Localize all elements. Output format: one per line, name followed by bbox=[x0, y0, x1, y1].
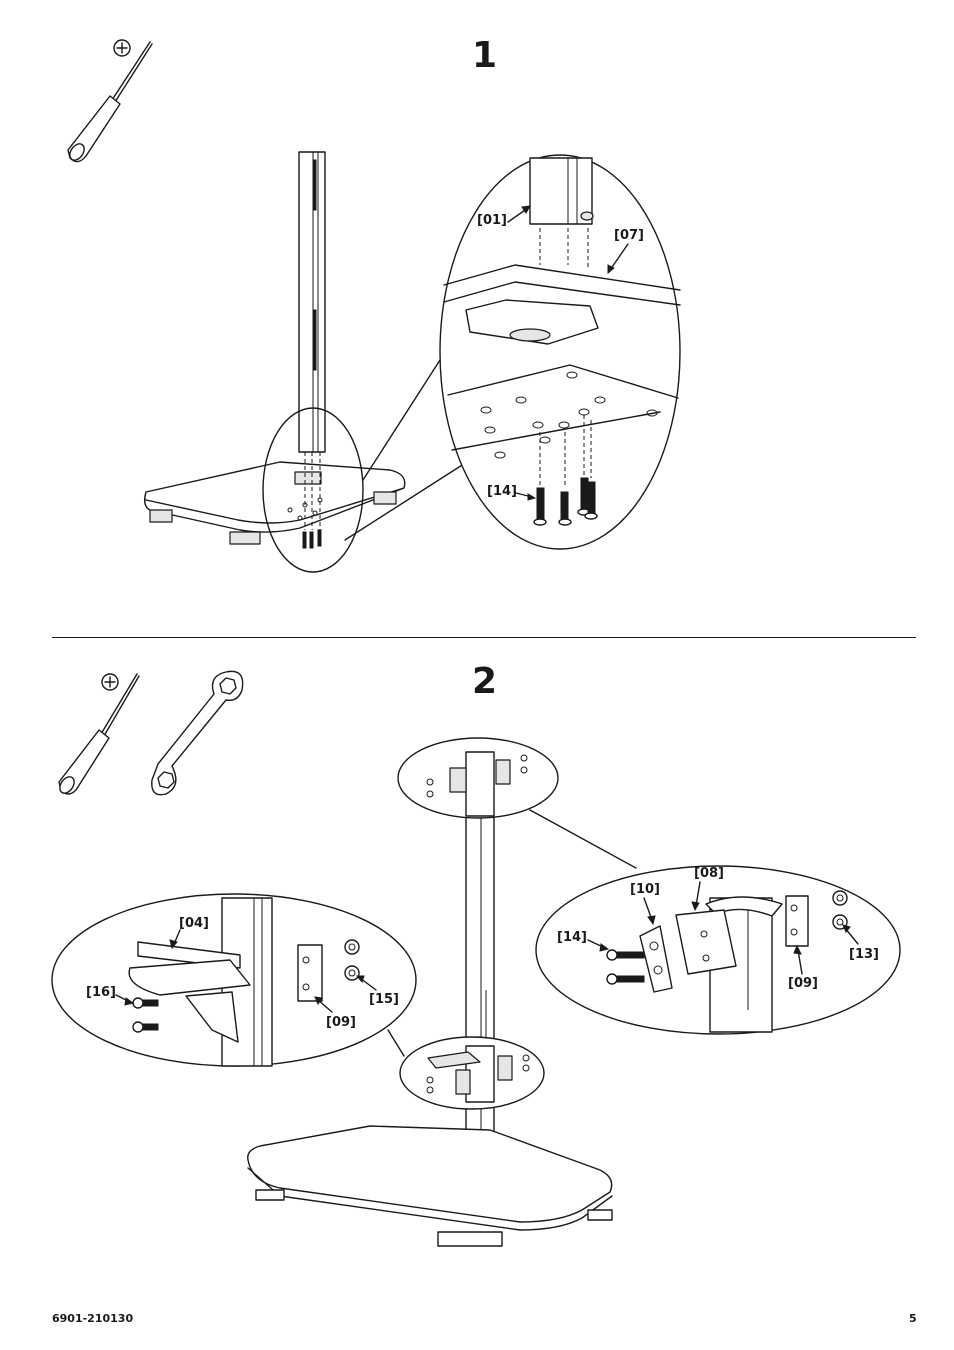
step-number-2: 2 bbox=[472, 661, 498, 702]
detail-callout-large bbox=[439, 154, 681, 550]
base-plate bbox=[143, 452, 406, 549]
callout-part-14-step1: [14] bbox=[487, 484, 517, 499]
stand-post bbox=[298, 151, 326, 453]
screw-set-14 bbox=[533, 477, 598, 526]
callout-part-14-step2: [14] bbox=[557, 930, 587, 945]
callout-part-09-right: [09] bbox=[788, 976, 818, 991]
lower-bracket-detail-large bbox=[51, 893, 417, 1067]
plate-holes bbox=[480, 371, 658, 459]
callout-part-08: [08] bbox=[694, 866, 724, 881]
detail-callout-small bbox=[262, 407, 364, 573]
callout-part-07: [07] bbox=[614, 228, 644, 243]
hex-wrench-icon bbox=[151, 670, 244, 796]
step-divider bbox=[52, 637, 916, 638]
callout-part-04: [04] bbox=[179, 916, 209, 931]
callout-part-16: [16] bbox=[86, 985, 116, 1000]
top-bracket-detail-large bbox=[535, 865, 901, 1035]
callout-part-10: [10] bbox=[630, 882, 660, 897]
page-number: 5 bbox=[909, 1312, 917, 1325]
callout-part-13: [13] bbox=[849, 947, 879, 962]
phillips-screwdriver-icon bbox=[58, 673, 140, 795]
callout-part-01: [01] bbox=[477, 213, 507, 228]
top-bracket-detail-small bbox=[397, 737, 559, 819]
callout-part-09-left: [09] bbox=[326, 1015, 356, 1030]
step-number-1: 1 bbox=[472, 35, 498, 76]
callout-part-15: [15] bbox=[369, 992, 399, 1007]
document-number: 6901-210130 bbox=[52, 1312, 134, 1325]
phillips-screwdriver-icon bbox=[67, 39, 153, 163]
lower-bracket-detail-small bbox=[399, 1036, 545, 1110]
